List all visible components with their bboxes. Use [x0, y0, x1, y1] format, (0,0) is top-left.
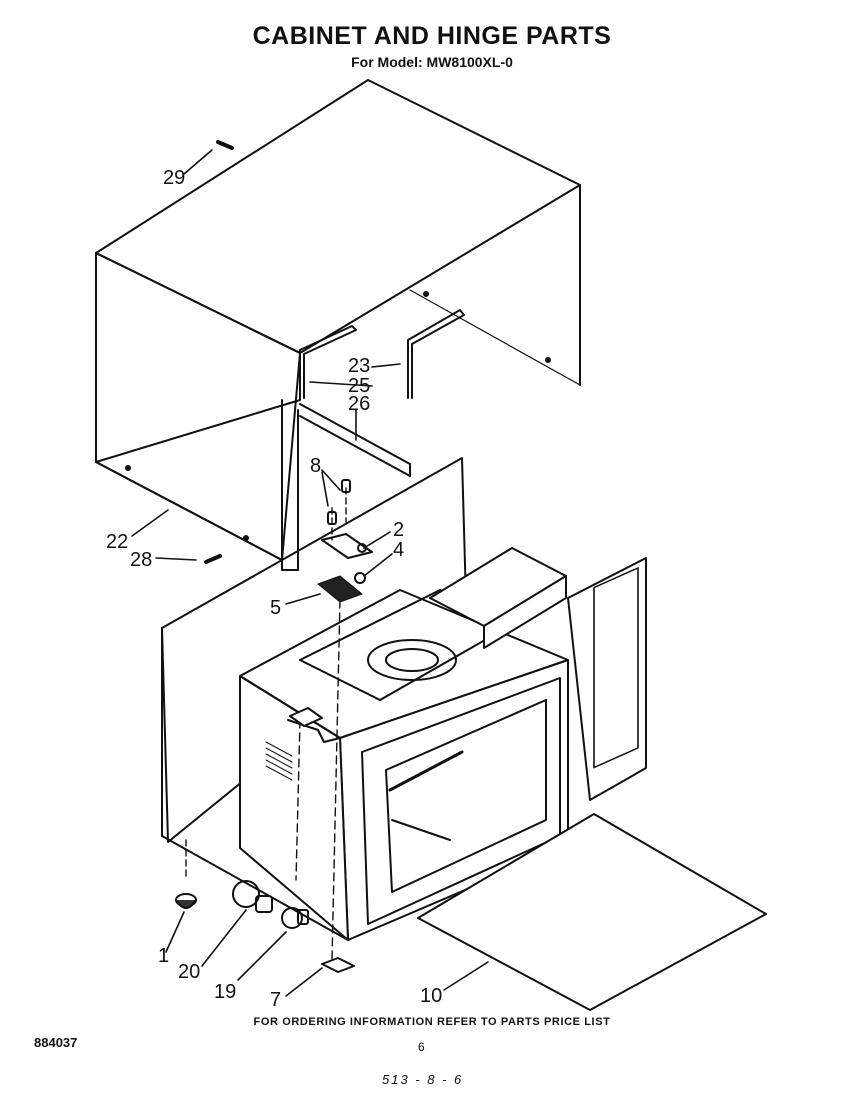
- cabinet-wrapper: [95, 79, 581, 561]
- page-number: 6: [418, 1040, 425, 1054]
- callout-25: 25: [348, 375, 370, 397]
- callout-22: 22: [106, 531, 128, 553]
- callout-26: 26: [348, 393, 370, 415]
- hinge-assembly: [289, 479, 373, 973]
- callout-8: 8: [310, 455, 321, 477]
- vent-grille: [265, 741, 293, 781]
- handwritten-stamp: 513 - 8 - 6: [382, 1072, 464, 1087]
- callout-1: 1: [158, 945, 169, 967]
- ordering-note: FOR ORDERING INFORMATION REFER TO PARTS …: [253, 1016, 611, 1028]
- callout-19: 19: [214, 981, 236, 1003]
- callout-20: 20: [178, 961, 200, 983]
- callout-29: 29: [163, 167, 185, 189]
- callout-23: 23: [348, 355, 370, 377]
- callout-4: 4: [393, 539, 404, 561]
- oven-chassis: [161, 457, 647, 941]
- seal-strips: [281, 309, 465, 571]
- floor-plate: [417, 813, 767, 1011]
- screws: [204, 140, 234, 564]
- document-number: 884037: [34, 1035, 78, 1050]
- callout-10: 10: [420, 985, 442, 1007]
- callout-7: 7: [270, 989, 281, 1011]
- feet-lamp-knob: [175, 839, 309, 929]
- page-title: CABINET AND HINGE PARTS: [252, 22, 612, 50]
- callout-2: 2: [393, 519, 404, 541]
- leader-lines: [131, 149, 489, 997]
- model-subtitle: For Model: MW8100XL-0: [351, 54, 513, 70]
- callout-28: 28: [130, 549, 152, 571]
- callout-5: 5: [270, 597, 281, 619]
